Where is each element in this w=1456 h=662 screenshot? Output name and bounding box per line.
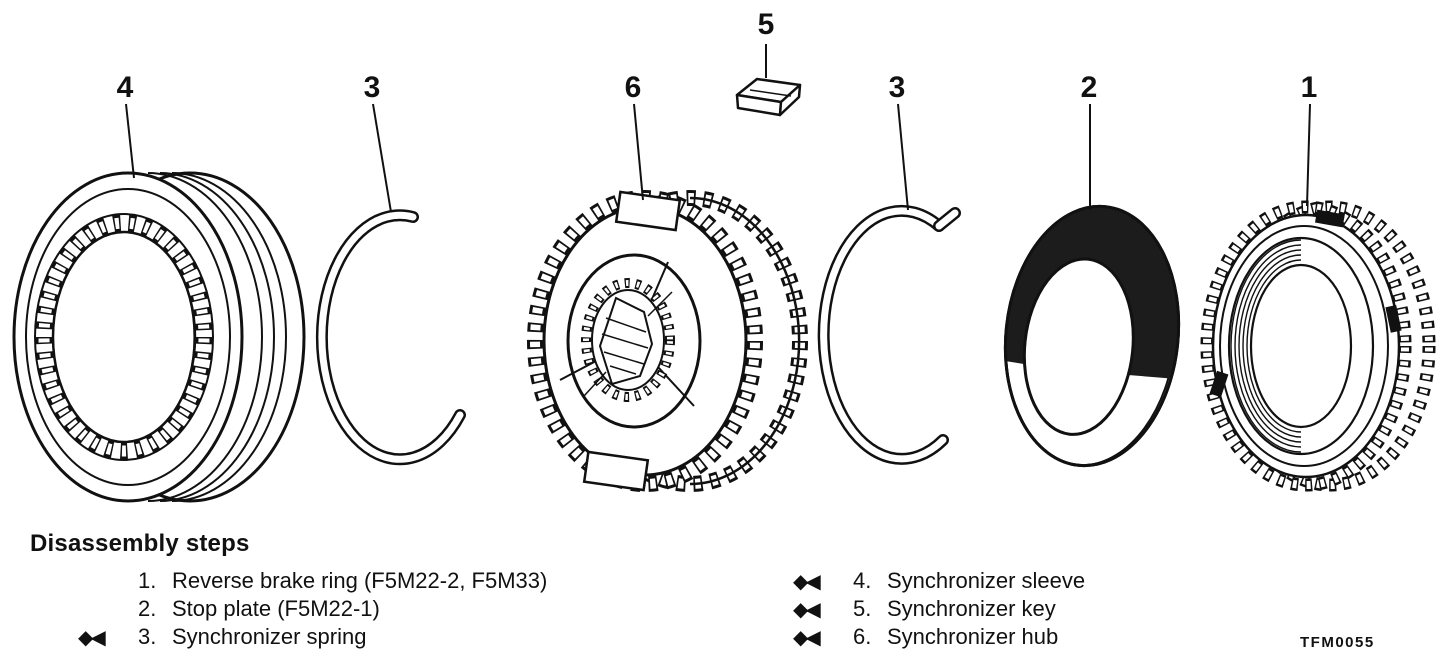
part-synchronizer-hub [527,190,808,492]
figure-code: TFM0055 [1300,634,1375,651]
step-text: Synchronizer hub [887,624,1059,649]
step-text: Synchronizer sleeve [887,568,1086,593]
step-number: 5. [853,596,872,621]
callout-number-3-left: 3 [364,71,381,104]
callout-number-5: 5 [758,8,775,41]
step-text: Synchronizer spring [172,624,367,649]
steps-left-column: 1. Reverse brake ring (F5M22-2, F5M33) 2… [30,567,680,651]
service-point-marker: ◆◀ [793,597,821,621]
callout-number-4: 4 [117,71,134,104]
step-number: 1. [138,568,157,593]
step-text: Stop plate (F5M22-1) [172,596,380,621]
step-text: Synchronizer key [887,596,1056,621]
step-item-5: ◆◀ 5. Synchronizer key [793,595,1353,623]
callout-number-6: 6 [625,71,642,104]
service-point-marker: ◆◀ [793,625,821,649]
part-synchronizer-spring-right [817,204,961,465]
step-text: Reverse brake ring (F5M22-2, F5M33) [172,568,548,593]
step-number: 3. [138,624,157,649]
part-synchronizer-spring-left [315,209,466,466]
service-point-marker: ◆◀ [793,569,821,593]
part-reverse-brake-ring [1200,200,1436,492]
part-synchronizer-sleeve [12,171,306,503]
disassembly-steps-section: Disassembly steps 1. Reverse brake ring … [30,530,1430,651]
step-item-6: ◆◀ 6. Synchronizer hub [793,623,1353,651]
step-item-2: 2. Stop plate (F5M22-1) [30,595,680,623]
callout-number-1: 1 [1301,71,1318,104]
part-stop-plate [1003,204,1181,468]
callout-number-2: 2 [1081,71,1098,104]
step-item-4: ◆◀ 4. Synchronizer sleeve [793,567,1353,595]
callout-number-3-right: 3 [889,71,906,104]
service-point-marker: ◆◀ [78,625,106,649]
part-synchronizer-key [735,77,802,117]
steps-heading: Disassembly steps [30,530,250,557]
step-number: 4. [853,568,872,593]
callout-lines [125,44,1311,213]
step-number: 2. [138,596,157,621]
step-item-3: ◆◀ 3. Synchronizer spring [30,623,680,651]
step-number: 6. [853,624,872,649]
exploded-view-diagram: 4 3 6 5 3 2 1 [12,8,1436,503]
steps-right-column: ◆◀ 4. Synchronizer sleeve ◆◀ 5. Synchron… [793,567,1353,651]
step-item-1: 1. Reverse brake ring (F5M22-2, F5M33) [30,567,680,595]
